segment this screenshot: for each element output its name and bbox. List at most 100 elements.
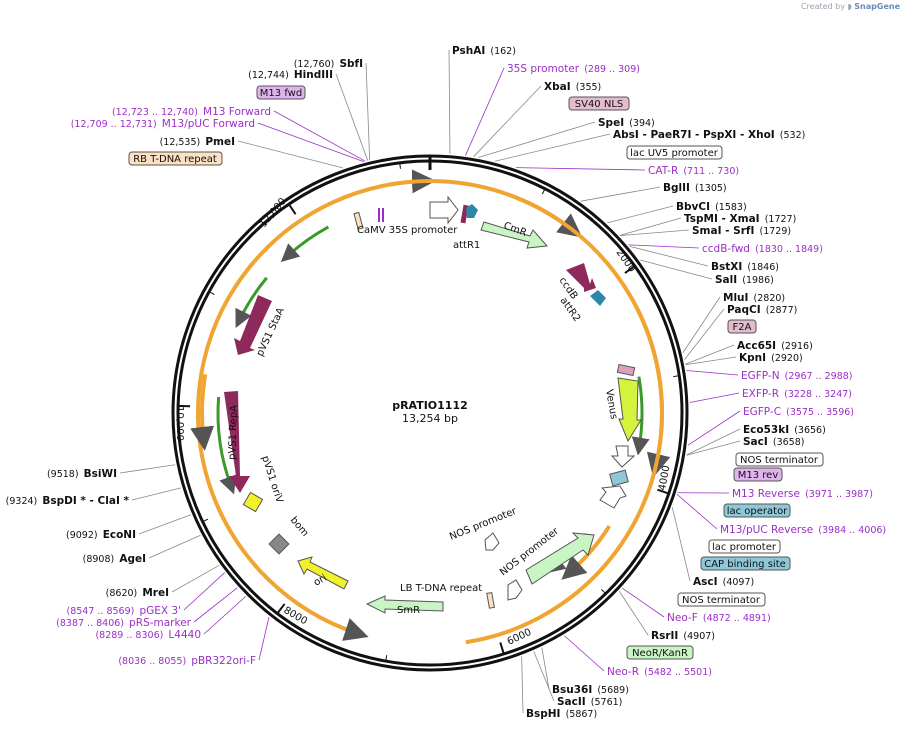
site-label-right-8: BstXI (1846): [711, 255, 779, 274]
site-label-right-13: KpnI (2920): [739, 346, 803, 365]
site-label-primer-right-4: EXFP-R (3228 .. 3247): [742, 382, 852, 401]
ruler-tick: [385, 655, 388, 662]
orf-arc-11: [280, 225, 330, 263]
plasmid-name: pRATIO1112: [392, 399, 468, 412]
ruler-tick: [541, 188, 546, 195]
leader-line: [541, 647, 550, 690]
leader-line: [148, 534, 201, 559]
leader-line: [684, 308, 725, 360]
site-label-right-4: BglII (1305): [663, 176, 727, 195]
leader-line: [686, 370, 739, 376]
feature-smr: SmR: [397, 605, 420, 616]
site-label-right-19: SacII (5761): [557, 690, 622, 709]
feature-camv: CaMV 35S promoter: [357, 225, 458, 236]
box-f2a-label: F2A: [733, 322, 752, 333]
site-label-right-20: BspHI (5867): [526, 702, 597, 721]
ruler-tick: [288, 203, 297, 215]
box-nos-term2-label: NOS terminator: [682, 595, 761, 606]
ruler-tick: [601, 589, 607, 595]
site-label-right-7: SmaI - SrfI (1729): [692, 219, 791, 238]
box-neo: [626, 645, 694, 660]
ruler-tick: [657, 488, 670, 495]
ccdb-arrow: [566, 263, 596, 292]
site-label-left-3: (9518) BsiWI: [47, 462, 117, 481]
site-label-right-2: SpeI (394): [598, 111, 655, 130]
box-m13-fwd-label: M13 fwd: [260, 88, 302, 99]
box-nos-term1-label: NOS terminator: [740, 455, 819, 466]
box-nos-term1: [735, 452, 824, 467]
plasmid-size: 13,254 bp: [402, 412, 458, 425]
box-lac-promoter: [708, 539, 781, 554]
leader-line: [621, 587, 665, 618]
bom-mark: [268, 533, 290, 555]
site-label-right-1: XbaI (355): [544, 75, 601, 94]
orf-arc-10: [235, 276, 268, 328]
site-labels: (12,760) SbfI(12,744) HindIII(12,535) Pm…: [6, 45, 886, 721]
leader-line: [685, 356, 737, 366]
leader-line: [171, 564, 220, 593]
lb-tdna-mark: [486, 592, 495, 609]
leader-line: [640, 259, 713, 280]
ruler-tick: [673, 375, 680, 378]
leader-line: [138, 514, 191, 535]
leader-line: [365, 62, 371, 161]
site-label-primer-right-5: EGFP-C (3575 .. 3596): [743, 400, 854, 419]
leader-line: [618, 591, 649, 636]
leader-line: [258, 617, 270, 661]
f2a-mark: [616, 363, 636, 377]
rb-tdna-mark: [353, 211, 364, 230]
leader-line: [237, 140, 344, 169]
site-label-right-9: SalI (1986): [715, 268, 774, 287]
site-label-right-5: BbvCI (1583): [676, 195, 747, 214]
feature-attr1: attR1: [453, 240, 480, 251]
leader-line: [131, 487, 182, 501]
pvs1-staa-arrow: [234, 295, 272, 355]
box-m13-rev: [733, 467, 783, 482]
site-label-primer-left-1: (12,709 .. 12,731) M13/pUC Forward: [71, 112, 255, 131]
site-label-left-7: (8620) MreI: [106, 581, 169, 600]
leader-line: [620, 229, 690, 236]
leader-line: [273, 110, 366, 162]
ruler-tick: [624, 265, 636, 274]
credit-brand: SnapGene: [854, 2, 900, 11]
leader-line: [689, 392, 740, 403]
site-label-primer-right-2: ccdB-fwd (1830 .. 1849): [702, 237, 823, 256]
leader-line: [183, 572, 225, 611]
pvs1-repa-arrow: [224, 391, 250, 493]
feature-nos1: NOS promoter: [448, 506, 519, 543]
site-label-right-15: SacI (3658): [743, 430, 804, 449]
box-m13-rev-label: M13 rev: [738, 470, 779, 481]
box-lac-operator-label: lac operator: [727, 506, 788, 517]
credit-prefix: Created by: [800, 2, 845, 11]
box-neo-label: NeoR/KanR: [632, 648, 688, 659]
feature-venus: Venus: [603, 389, 619, 421]
feature-prepa: pVS1 RepA: [227, 405, 240, 460]
box-lac-uv5: [626, 145, 723, 160]
leader-line: [685, 344, 735, 365]
ruler-tick: [208, 291, 215, 296]
site-label-primer-right-3: EGFP-N (2967 .. 2988): [741, 364, 853, 383]
ruler-ticks: [178, 162, 680, 662]
leader-line: [607, 205, 674, 224]
site-label-primer-right-7: M13/pUC Reverse (3984 .. 4006): [720, 518, 886, 537]
site-label-left-4: (9324) BspDI * - ClaI *: [6, 489, 130, 508]
box-sv40-label: SV40 NLS: [575, 99, 624, 110]
leader-line: [119, 464, 176, 474]
feature-attr2: attR2: [558, 295, 583, 324]
lac-cluster-mark: [609, 469, 629, 487]
leader-line: [686, 440, 741, 456]
box-nos-term2: [677, 592, 766, 607]
ruler-label-10000: 10,000: [174, 406, 185, 441]
site-label-primer-left-0: (12,723 .. 12,740) M13 Forward: [112, 100, 271, 119]
m13-fwd-mark-a: [378, 208, 380, 222]
feature-bom: bom: [288, 515, 311, 539]
site-label-right-3: AbsI - PaeR7I - PspXI - XhoI (532): [613, 123, 805, 142]
leader-line: [473, 85, 542, 157]
site-label-right-17: RsrII (4907): [651, 624, 715, 643]
box-sv40: [568, 96, 630, 111]
site-label-primer-right-0: 35S promoter (289 .. 309): [507, 57, 640, 76]
orf-arc-4: [631, 376, 650, 456]
leader-line: [533, 651, 555, 702]
leader-line: [478, 121, 596, 158]
